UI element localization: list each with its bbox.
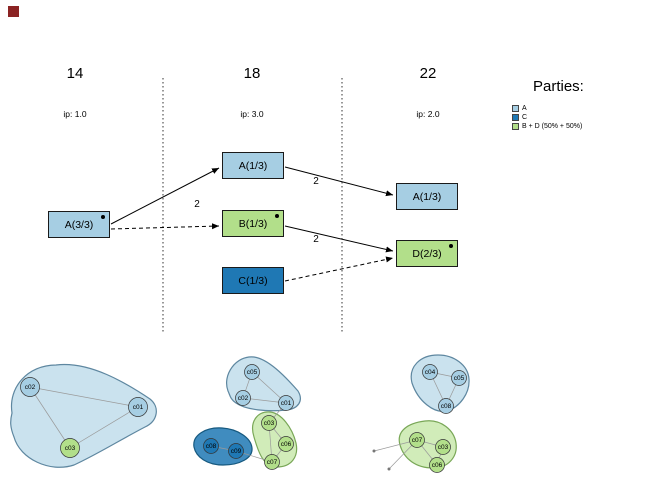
graph-node-label: c02 bbox=[25, 384, 36, 391]
flow-edge-B18-D22 bbox=[284, 225, 394, 253]
graph-node-label: c06 bbox=[281, 441, 292, 448]
edge-weight-label: 2 bbox=[194, 199, 200, 210]
graph-node-label: c04 bbox=[425, 369, 436, 376]
flow-edge-A18-A22 bbox=[284, 166, 394, 197]
legend-swatch-C bbox=[512, 113, 519, 121]
graph-node-label: c07 bbox=[412, 437, 423, 444]
community-box-label: C(1/3) bbox=[238, 274, 268, 287]
graph-node-label: c08 bbox=[206, 443, 217, 450]
community-graph-t22: c04 c05 c08 c07 c03 c06 bbox=[372, 354, 470, 473]
legend-item-BD: B + D (50% + 50%) bbox=[512, 122, 584, 130]
graph-node-c05 bbox=[451, 370, 467, 386]
community-box-A22: A(1/3) bbox=[396, 183, 458, 210]
community-dot bbox=[101, 215, 105, 219]
graph-node-c08 bbox=[438, 398, 454, 414]
ip-label-18: ip: 3.0 bbox=[240, 109, 264, 119]
legend-item-C: C bbox=[512, 113, 584, 121]
community-graph-t18: c05 c02 c01 c08 c09 c03 c06 c07 bbox=[193, 356, 301, 470]
graph-node-c06 bbox=[278, 436, 294, 452]
graph-node-c07 bbox=[409, 432, 425, 448]
community-hull-C bbox=[193, 427, 253, 466]
edge-weight-label: 2 bbox=[313, 176, 319, 187]
flow-edge-A14-B18 bbox=[110, 223, 220, 230]
community-box-A18: A(1/3) bbox=[222, 152, 284, 179]
community-box-A14: A(3/3) bbox=[48, 211, 110, 238]
stray-node bbox=[387, 467, 391, 471]
graph-edge bbox=[29, 386, 71, 449]
community-dot bbox=[449, 244, 453, 248]
community-hull-D bbox=[398, 420, 457, 469]
graph-node-c01 bbox=[128, 397, 148, 417]
graph-node-label: c01 bbox=[281, 400, 292, 407]
graph-node-c07 bbox=[264, 454, 280, 470]
graph-node-label: c02 bbox=[238, 395, 249, 402]
graph-node-c03 bbox=[435, 439, 451, 455]
ip-label-22: ip: 2.0 bbox=[416, 109, 440, 119]
legend-label-C: C bbox=[522, 113, 528, 121]
graph-node-label: c09 bbox=[231, 448, 242, 455]
graph-node-label: c01 bbox=[133, 404, 144, 411]
graph-node-c09 bbox=[228, 443, 244, 459]
column-header-22: 22 bbox=[419, 65, 437, 82]
flow-edge-A14-A18 bbox=[110, 167, 220, 225]
flow-diagram: 2 2 2 bbox=[110, 78, 394, 332]
graph-node-c06 bbox=[429, 457, 445, 473]
graph-edge bbox=[69, 406, 139, 449]
graph-node-label: c03 bbox=[264, 420, 275, 427]
graph-node-c05 bbox=[244, 364, 260, 380]
graph-node-c01 bbox=[278, 395, 294, 411]
graph-node-label: c07 bbox=[267, 459, 278, 466]
graph-node-c02 bbox=[20, 377, 40, 397]
edge-weight-label: 2 bbox=[313, 234, 319, 245]
column-header-18: 18 bbox=[243, 65, 261, 82]
flow-edge-C18-D22 bbox=[284, 256, 394, 282]
legend-label-BD: B + D (50% + 50%) bbox=[522, 122, 583, 130]
stray-node bbox=[372, 449, 376, 453]
community-box-B18: B(1/3) bbox=[222, 210, 284, 237]
window-icon bbox=[8, 6, 19, 17]
community-box-label: A(1/3) bbox=[412, 190, 442, 203]
legend-title: Parties: bbox=[533, 78, 584, 95]
ip-label-14: ip: 1.0 bbox=[63, 109, 87, 119]
community-graph-t14: c02 c01 c03 bbox=[10, 363, 157, 468]
community-box-label: A(1/3) bbox=[238, 159, 268, 172]
community-box-label: B(1/3) bbox=[238, 217, 268, 230]
column-header-14: 14 bbox=[66, 65, 84, 82]
graph-edge bbox=[29, 386, 139, 408]
legend-swatch-A bbox=[512, 104, 519, 112]
graph-node-label: c05 bbox=[454, 375, 465, 382]
community-box-C18: C(1/3) bbox=[222, 267, 284, 294]
graph-node-label: c08 bbox=[441, 403, 452, 410]
graph-node-label: c03 bbox=[65, 445, 76, 452]
graph-node-c03 bbox=[60, 438, 80, 458]
graph-node-c08 bbox=[203, 438, 219, 454]
community-dot bbox=[275, 214, 279, 218]
legend-item-A: A bbox=[512, 104, 584, 112]
graph-node-c04 bbox=[422, 364, 438, 380]
community-box-D22: D(2/3) bbox=[396, 240, 458, 267]
legend-swatch-BD bbox=[512, 122, 519, 130]
community-box-label: D(2/3) bbox=[412, 247, 442, 260]
graph-node-label: c06 bbox=[432, 462, 443, 469]
graph-node-label: c03 bbox=[438, 444, 449, 451]
legend-label-A: A bbox=[522, 104, 527, 112]
community-box-label: A(3/3) bbox=[64, 218, 94, 231]
network-snapshots: c02 c01 c03 c05 c02 c01 bbox=[10, 354, 470, 473]
graph-node-label: c05 bbox=[247, 369, 258, 376]
graph-node-c02 bbox=[235, 390, 251, 406]
parties-legend: Parties: A C B + D (50% + 50%) bbox=[512, 78, 584, 131]
graph-node-c03 bbox=[261, 415, 277, 431]
